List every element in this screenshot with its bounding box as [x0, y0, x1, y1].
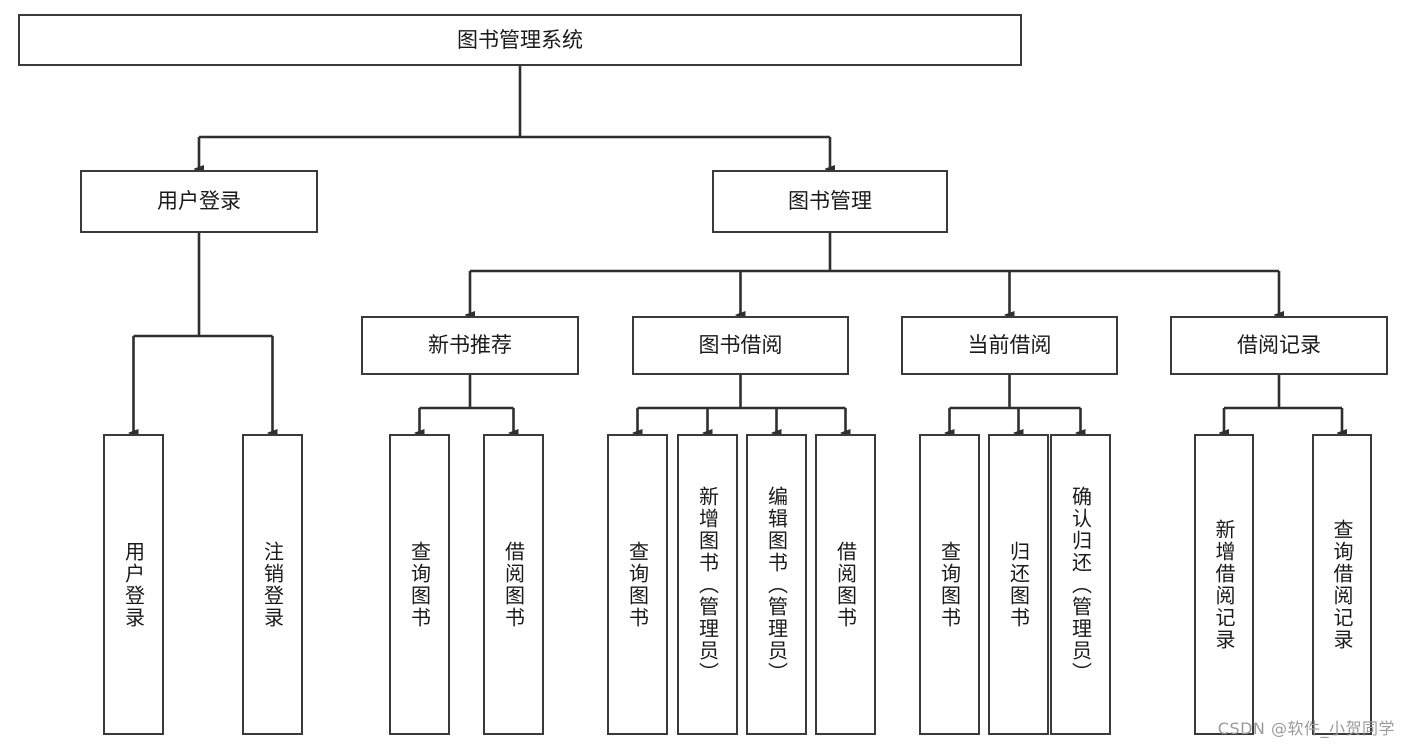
node-label: 用户登录: [121, 540, 146, 629]
node-l_qbook2[interactable]: 查询图书: [607, 434, 668, 735]
node-label: 查询图书: [407, 540, 432, 629]
node-label: 归还图书: [1006, 540, 1031, 629]
node-l_addbook[interactable]: 新增图书（管理员）: [677, 434, 738, 735]
node-label: 编辑图书（管理员）: [764, 485, 789, 684]
node-label: 新增图书（管理员）: [695, 485, 720, 684]
node-label: 借阅记录: [1237, 333, 1321, 358]
node-borrow[interactable]: 图书借阅: [632, 316, 849, 375]
node-l_return[interactable]: 归还图书: [988, 434, 1049, 735]
node-label: 查询图书: [937, 540, 962, 629]
node-l_addrec[interactable]: 新增借阅记录: [1194, 434, 1254, 735]
node-current[interactable]: 当前借阅: [901, 316, 1118, 375]
node-label: 新增借阅记录: [1212, 518, 1236, 651]
node-l_editbook[interactable]: 编辑图书（管理员）: [746, 434, 807, 735]
node-label: 图书管理: [788, 189, 872, 214]
node-l_bbook2[interactable]: 借阅图书: [815, 434, 876, 735]
node-newrec[interactable]: 新书推荐: [361, 316, 579, 375]
node-label: 图书管理系统: [457, 27, 583, 52]
node-label: 查询图书: [625, 540, 650, 629]
node-l_qbook3[interactable]: 查询图书: [919, 434, 980, 735]
node-bookmgmt[interactable]: 图书管理: [712, 170, 948, 233]
node-l_qrec[interactable]: 查询借阅记录: [1312, 434, 1372, 735]
node-label: 注销登录: [260, 540, 285, 629]
node-l_qbook1[interactable]: 查询图书: [389, 434, 450, 735]
node-label: 查询借阅记录: [1330, 518, 1354, 651]
node-root[interactable]: 图书管理系统: [18, 14, 1022, 66]
node-login[interactable]: 用户登录: [80, 170, 318, 233]
node-label: 确认归还（管理员）: [1068, 485, 1093, 684]
node-label: 用户登录: [157, 189, 241, 214]
node-l_logout[interactable]: 注销登录: [242, 434, 303, 735]
node-label: 图书借阅: [698, 333, 783, 358]
node-label: 当前借阅: [967, 333, 1052, 358]
node-records[interactable]: 借阅记录: [1170, 316, 1388, 375]
node-l_confirm[interactable]: 确认归还（管理员）: [1050, 434, 1111, 735]
node-l_login[interactable]: 用户登录: [103, 434, 164, 735]
node-l_bbook1[interactable]: 借阅图书: [483, 434, 544, 735]
node-label: 借阅图书: [501, 540, 526, 629]
node-label: 新书推荐: [428, 333, 512, 358]
node-label: 借阅图书: [833, 540, 858, 629]
